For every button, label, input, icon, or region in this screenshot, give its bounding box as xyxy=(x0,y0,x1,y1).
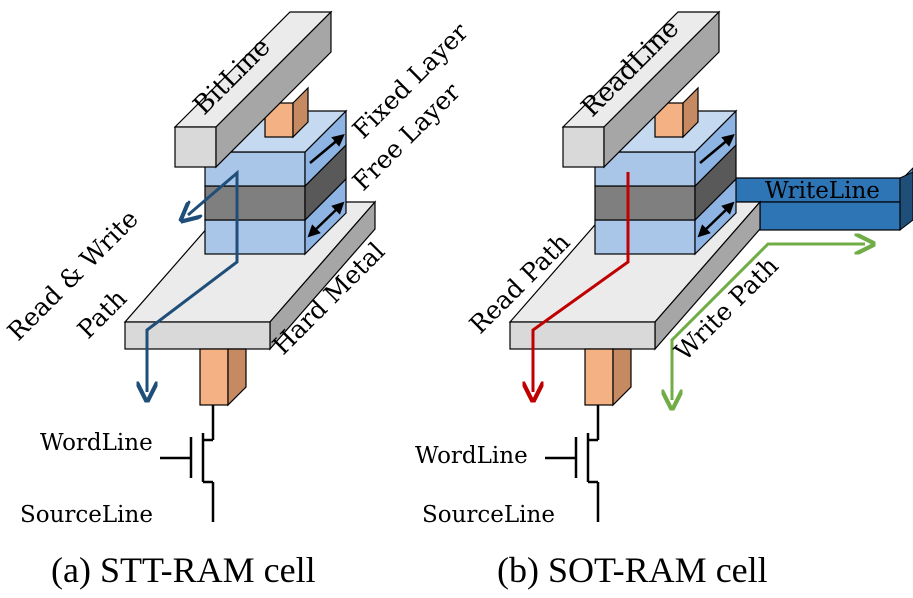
sot-wordline-label: WordLine xyxy=(415,443,528,469)
stt-bitline-bar xyxy=(173,10,333,169)
sot-sourceline-label: SourceLine xyxy=(422,502,555,528)
sot-writeline-bar xyxy=(734,167,913,232)
sot-readline-bar xyxy=(561,10,721,169)
sot-free-magnetization-arrow xyxy=(697,201,735,238)
sot-fixed-magnetization-arrow xyxy=(699,133,735,164)
stt-ram-cell: BitLine Fixed Layer Free Layer Hard Meta… xyxy=(2,10,474,590)
stt-wordline-label: WordLine xyxy=(40,430,153,456)
stt-free-magnetization-arrow xyxy=(307,201,345,238)
sot-bottom-via xyxy=(584,348,632,407)
sot-read-path xyxy=(533,172,630,392)
stt-access-transistor xyxy=(160,405,215,522)
sot-access-transistor xyxy=(545,405,600,522)
sot-writeline-label: WriteLine xyxy=(765,178,880,204)
stt-fixed-magnetization-arrow xyxy=(309,133,345,164)
sot-write-path xyxy=(672,244,865,400)
stt-read-write-path xyxy=(147,169,239,392)
sot-caption: (b) SOT-RAM cell xyxy=(497,550,768,590)
stt-read-write-path-label-line2: Path xyxy=(72,284,133,345)
stt-sourceline-label: SourceLine xyxy=(20,502,153,528)
stt-caption: (a) STT-RAM cell xyxy=(51,550,316,590)
stt-bottom-via xyxy=(199,348,247,407)
sot-ram-cell: WriteLine xyxy=(415,10,913,590)
